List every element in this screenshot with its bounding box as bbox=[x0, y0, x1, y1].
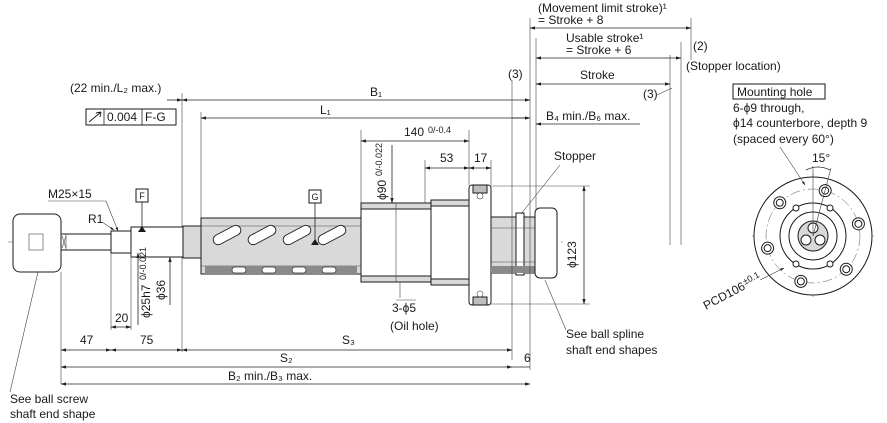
b1-label: B₁ bbox=[370, 85, 382, 99]
m25x15-label: M25×15 bbox=[48, 187, 92, 201]
note-3-right-label: (3) bbox=[643, 87, 658, 101]
b4-b6-label: B₄ min./B₆ max. bbox=[546, 109, 630, 123]
phi90-label: ϕ90 bbox=[375, 180, 389, 200]
ball-spline-nut bbox=[430, 199, 470, 286]
mounting-hole-spec3: (spaced every 60°) bbox=[733, 132, 834, 146]
shaft-collar bbox=[182, 225, 202, 259]
tolerance-value: 0.004 bbox=[107, 110, 137, 124]
dim-17-label: 17 bbox=[474, 151, 488, 165]
mounting-hole-title-box bbox=[732, 83, 826, 100]
screw-groove-pattern bbox=[212, 224, 347, 246]
mounting-hole-through bbox=[796, 277, 805, 286]
note-2-label: (2) bbox=[693, 39, 708, 53]
mounting-hole-through bbox=[854, 219, 863, 228]
mounting-hole-spec2: ϕ14 counterbore, depth 9 bbox=[733, 116, 867, 130]
r1-label: R1 bbox=[88, 212, 104, 226]
oil-hole-label: (Oil hole) bbox=[390, 319, 439, 333]
stroke-label: Stroke bbox=[580, 68, 615, 82]
pcd106-label: PCD106 bbox=[701, 279, 748, 313]
phi90-tolerance: 0/-0.022 bbox=[374, 143, 384, 176]
phi123-label: ϕ123 bbox=[565, 241, 579, 268]
mounting-hole-spec1: 6-ϕ9 through, bbox=[733, 101, 804, 115]
dim-47-label: 47 bbox=[80, 333, 94, 347]
note-3-left-label: (3) bbox=[508, 67, 523, 81]
usable-stroke-formula: = Stroke + 6 bbox=[566, 43, 632, 57]
dim-53-label: 53 bbox=[440, 151, 454, 165]
dim-140-tolerance: 0/-0.4 bbox=[428, 125, 451, 135]
datum-f-triangle bbox=[138, 226, 146, 232]
ball-screw-end-square bbox=[28, 233, 44, 251]
nut-flange bbox=[468, 184, 492, 306]
phi36-label: ϕ36 bbox=[154, 280, 168, 300]
pcd106-tolerance: ±0.1 bbox=[741, 270, 761, 287]
angle-15-label: 15° bbox=[812, 151, 830, 165]
usable-stroke-label: Usable stroke¹ bbox=[566, 31, 643, 45]
mounting-hole-through bbox=[775, 198, 784, 207]
stopper-ring bbox=[515, 212, 525, 276]
ball-spline-end-box bbox=[534, 207, 558, 279]
shaft-thread-section bbox=[60, 233, 112, 251]
phi25h7-label: ϕ25h7 bbox=[139, 284, 153, 318]
tolerance-reference: F-G bbox=[145, 110, 166, 124]
oil-hole-count-label: 3-ϕ5 bbox=[392, 301, 416, 315]
mounting-hole-title: Mounting hole bbox=[737, 85, 813, 99]
datum-f-label: F bbox=[139, 191, 145, 201]
mounting-holes bbox=[761, 184, 865, 288]
screw-end-leader bbox=[9, 271, 39, 393]
shaft-bearing-journal bbox=[110, 230, 132, 254]
dim-140-label: 140 bbox=[404, 125, 424, 139]
phi25h7-tolerance: 0/-0.021 bbox=[138, 247, 148, 280]
mounting-hole-through bbox=[842, 265, 851, 274]
min22-label: (22 min./L₂ max.) bbox=[70, 81, 161, 95]
datum-g-label: G bbox=[311, 192, 318, 202]
stopper-label: Stopper bbox=[554, 149, 596, 163]
ball-screw-end-box bbox=[12, 213, 62, 273]
stopper-location-label: (Stopper location) bbox=[686, 59, 781, 73]
see-screw-line2: shaft end shape bbox=[10, 407, 96, 421]
dim-20-label: 20 bbox=[115, 311, 129, 325]
angle-15-arc bbox=[805, 166, 831, 171]
b2-b3-label: B₂ min./B₃ max. bbox=[228, 369, 312, 383]
movement-limit-formula: = Stroke + 8 bbox=[538, 13, 604, 27]
stopper-leader bbox=[520, 164, 561, 215]
dim-6-label: 6 bbox=[524, 351, 531, 365]
runout-arrow-icon bbox=[88, 111, 102, 123]
mounting-hole-leader bbox=[779, 146, 806, 186]
dim-75-label: 75 bbox=[140, 333, 154, 347]
datum-g-triangle bbox=[311, 239, 319, 245]
see-screw-line1: See ball screw bbox=[10, 392, 88, 406]
geometric-tolerance-frame bbox=[85, 108, 177, 126]
mounting-hole-through bbox=[763, 244, 772, 253]
s2-label: S₂ bbox=[280, 351, 293, 365]
see-spline-line1: See ball spline bbox=[566, 327, 644, 341]
see-spline-line2: shaft end shapes bbox=[566, 343, 657, 357]
l1-label: L₁ bbox=[320, 103, 331, 117]
spline-end-leader bbox=[544, 279, 567, 331]
s3-label: S₃ bbox=[342, 333, 355, 347]
movement-limit-stroke-label: (Movement limit stroke)¹ bbox=[538, 1, 667, 15]
